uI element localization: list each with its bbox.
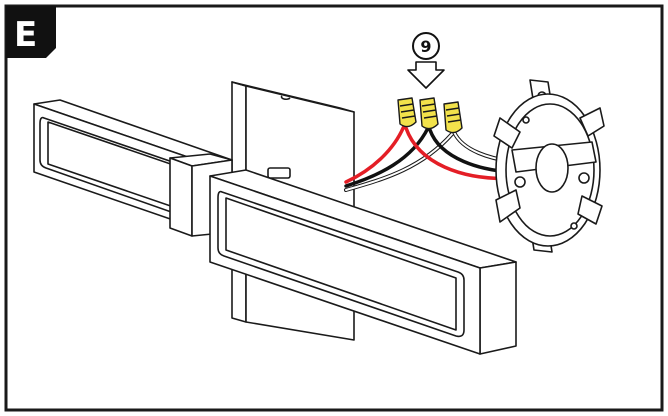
- step-label: E: [6, 6, 56, 58]
- down-arrow-icon: [407, 61, 445, 89]
- mounting-bracket-icon: [493, 79, 605, 253]
- callout-9: 9: [407, 32, 445, 89]
- callout-number: 9: [420, 37, 431, 56]
- fixture-bar-icon: [209, 169, 517, 355]
- wire-icon: [344, 126, 430, 188]
- callout-circle: [412, 32, 440, 60]
- step-label-box: [6, 6, 56, 58]
- wire-icon: [344, 124, 406, 184]
- wire-nut-icon: [419, 97, 439, 130]
- wire-nut-icon: [443, 101, 463, 134]
- wire-nuts: [397, 97, 463, 134]
- wire-nut-icon: [397, 97, 417, 128]
- panel-border: [4, 4, 664, 412]
- fixture-wires: [344, 124, 454, 192]
- step-letter: E: [14, 15, 37, 55]
